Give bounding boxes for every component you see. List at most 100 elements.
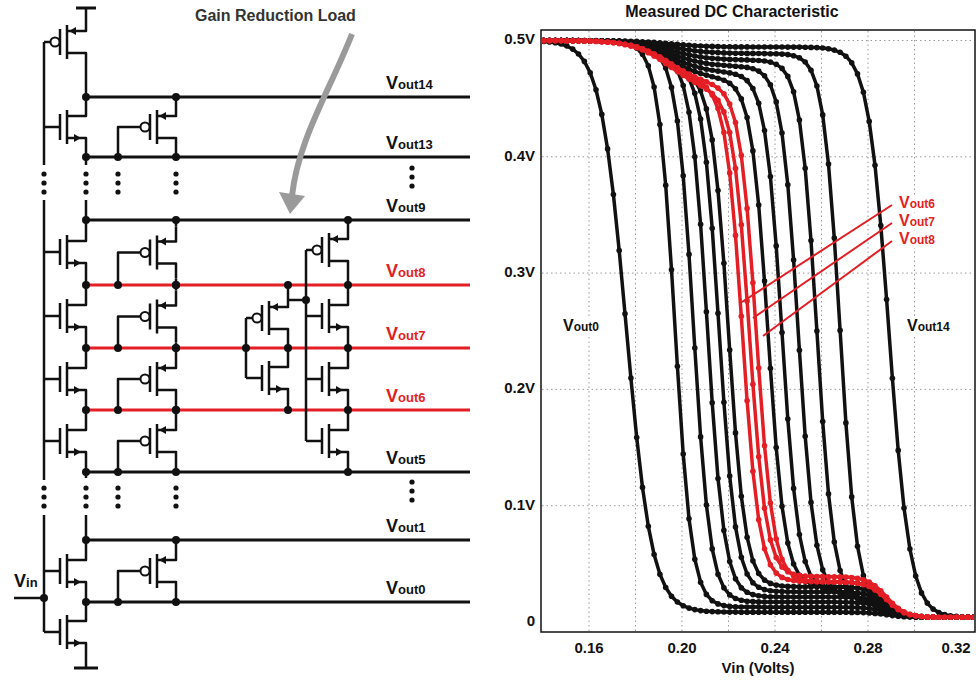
- callout-arrow: [292, 34, 352, 196]
- data-point: [756, 68, 762, 74]
- data-point: [919, 614, 925, 620]
- data-point: [855, 596, 861, 602]
- axis-tick: 0.32: [940, 640, 971, 656]
- data-point: [826, 599, 832, 605]
- source-lead: [157, 452, 176, 467]
- data-point: [733, 86, 739, 92]
- data-point: [698, 60, 704, 66]
- data-point: [884, 597, 890, 603]
- data-point: [820, 585, 826, 591]
- data-point: [971, 615, 974, 621]
- data-point: [884, 297, 890, 303]
- data-point: [779, 503, 785, 509]
- junction-dot: [284, 406, 292, 414]
- data-point: [808, 610, 814, 616]
- data-point: [570, 38, 576, 44]
- data-point: [646, 48, 652, 54]
- data-point: [907, 612, 913, 618]
- data-point: [542, 38, 547, 44]
- data-point: [599, 39, 605, 45]
- data-point: [686, 43, 692, 49]
- data-point: [558, 38, 564, 44]
- data-point: [593, 38, 599, 44]
- ellipsis-dot: [83, 180, 88, 185]
- data-point: [930, 615, 936, 621]
- data-point: [971, 615, 974, 621]
- data-point: [837, 50, 843, 56]
- data-point: [762, 609, 768, 615]
- data-point: [750, 592, 756, 598]
- data-point: [721, 528, 727, 534]
- data-point: [628, 43, 634, 49]
- data-point: [739, 44, 745, 50]
- data-point: [820, 567, 826, 573]
- data-point: [587, 38, 593, 44]
- data-point: [849, 600, 855, 606]
- data-point: [762, 58, 768, 64]
- data-point: [762, 594, 768, 600]
- dc-curve: [542, 41, 974, 618]
- junction-dot: [172, 281, 180, 289]
- axis-title: Vin (Volts): [722, 660, 795, 676]
- drain-lead: [329, 290, 348, 305]
- ellipsis-dot: [409, 488, 414, 493]
- data-point: [582, 38, 588, 44]
- data-point: [744, 57, 750, 63]
- source-lead: [157, 582, 176, 597]
- junction-dot: [172, 216, 180, 224]
- data-point: [971, 615, 974, 621]
- data-point: [808, 67, 814, 73]
- signal-name: Vout0: [384, 579, 427, 598]
- data-point: [698, 65, 704, 71]
- data-point: [605, 39, 611, 45]
- data-point: [942, 615, 948, 621]
- nmos-arrow: [74, 578, 81, 586]
- data-point: [744, 65, 750, 71]
- data-point: [773, 570, 779, 576]
- junction-dot: [114, 598, 122, 606]
- data-point: [768, 365, 774, 371]
- data-point: [564, 38, 570, 44]
- data-point: [553, 38, 559, 44]
- data-point: [692, 74, 698, 80]
- output-line: [86, 219, 470, 222]
- junction-dot: [344, 468, 352, 476]
- data-point: [820, 604, 826, 610]
- data-point: [727, 604, 733, 610]
- data-point: [553, 38, 559, 44]
- data-point: [808, 578, 814, 584]
- data-point: [779, 583, 785, 589]
- data-point: [704, 79, 710, 85]
- data-point: [686, 57, 692, 63]
- data-point: [971, 615, 974, 621]
- data-point: [542, 38, 547, 44]
- data-point: [576, 38, 582, 44]
- data-point: [901, 610, 907, 616]
- data-point: [622, 42, 628, 48]
- data-point: [599, 39, 605, 45]
- data-point: [756, 101, 762, 107]
- data-point: [599, 38, 605, 44]
- data-point: [553, 38, 559, 44]
- data-point: [721, 50, 727, 56]
- data-point: [942, 615, 948, 621]
- data-point: [657, 54, 663, 60]
- ellipsis-dot: [173, 189, 178, 194]
- data-point: [564, 38, 570, 44]
- data-point: [547, 38, 553, 44]
- data-point: [558, 38, 564, 44]
- pmos-bubble: [141, 567, 150, 576]
- data-point: [826, 594, 832, 600]
- axis-tick: 0.20: [666, 640, 697, 656]
- data-point: [756, 202, 762, 208]
- data-point: [884, 607, 890, 613]
- data-point: [651, 51, 657, 57]
- nmos-arrow: [74, 323, 81, 331]
- junction-dot: [172, 153, 180, 161]
- dc-curve: [542, 41, 974, 618]
- data-point: [820, 594, 826, 600]
- data-point: [715, 476, 721, 482]
- signal-name: Vout5: [384, 449, 427, 468]
- data-point: [542, 38, 547, 44]
- data-point: [680, 603, 686, 609]
